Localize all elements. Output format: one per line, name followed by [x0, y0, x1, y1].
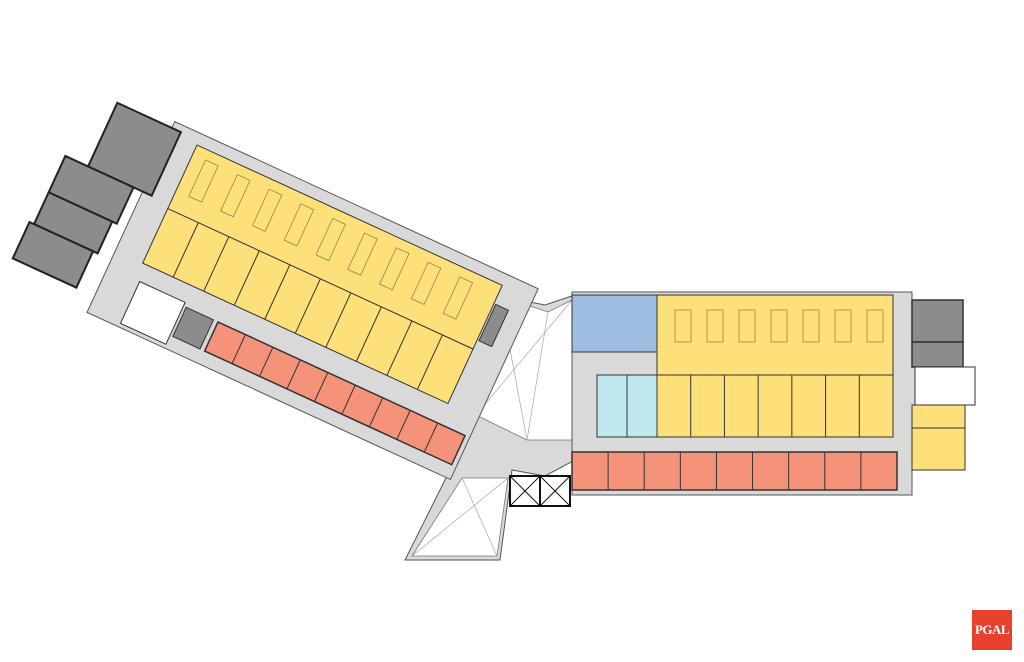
right-end-lab — [911, 404, 966, 471]
lab-bench — [188, 159, 219, 203]
room-wall — [233, 250, 260, 306]
lab-bench — [442, 276, 474, 320]
right-wing — [509, 291, 976, 507]
room-wall — [203, 236, 230, 292]
room-wall — [294, 278, 321, 334]
left-support-end — [478, 303, 510, 348]
left-support-small — [172, 306, 215, 350]
lab-bench — [347, 232, 378, 276]
lab-bench — [283, 203, 315, 247]
lab-bench — [866, 309, 884, 343]
office-wall — [231, 334, 246, 364]
lab-bench — [379, 247, 410, 291]
right-lab — [656, 294, 894, 438]
office-wall — [259, 347, 274, 377]
office-wall — [313, 372, 329, 402]
room-wall — [355, 306, 382, 362]
left-lab — [142, 144, 503, 405]
lab-bench — [802, 309, 820, 343]
pgal-logo: PGAL — [972, 610, 1012, 650]
right-support-2 — [911, 341, 964, 368]
office-wall — [423, 422, 439, 453]
office-wall — [286, 359, 301, 390]
lab-bench — [738, 309, 756, 343]
right-stair — [914, 366, 976, 406]
left-wing — [11, 101, 539, 481]
lab-bench — [674, 309, 692, 343]
left-stair — [119, 280, 186, 345]
office-wall — [341, 384, 356, 415]
lab-bench — [220, 174, 251, 218]
room-wall — [386, 320, 413, 376]
lab-bench — [834, 309, 852, 343]
lab-bench — [315, 217, 346, 262]
room-wall — [264, 264, 291, 320]
lab-bench — [770, 309, 788, 343]
room-wall — [172, 222, 199, 278]
right-offices — [571, 451, 898, 491]
room-wall — [416, 334, 443, 390]
room-wall — [325, 292, 352, 348]
conference-room — [571, 294, 658, 353]
office-wall — [368, 397, 384, 428]
left-support-4 — [11, 220, 95, 289]
left-offices — [203, 320, 467, 466]
lab-bench — [706, 309, 724, 343]
right-support-1 — [911, 299, 964, 343]
office-wall — [396, 410, 411, 440]
lab-bench — [410, 261, 442, 305]
lab-bench — [251, 188, 283, 232]
